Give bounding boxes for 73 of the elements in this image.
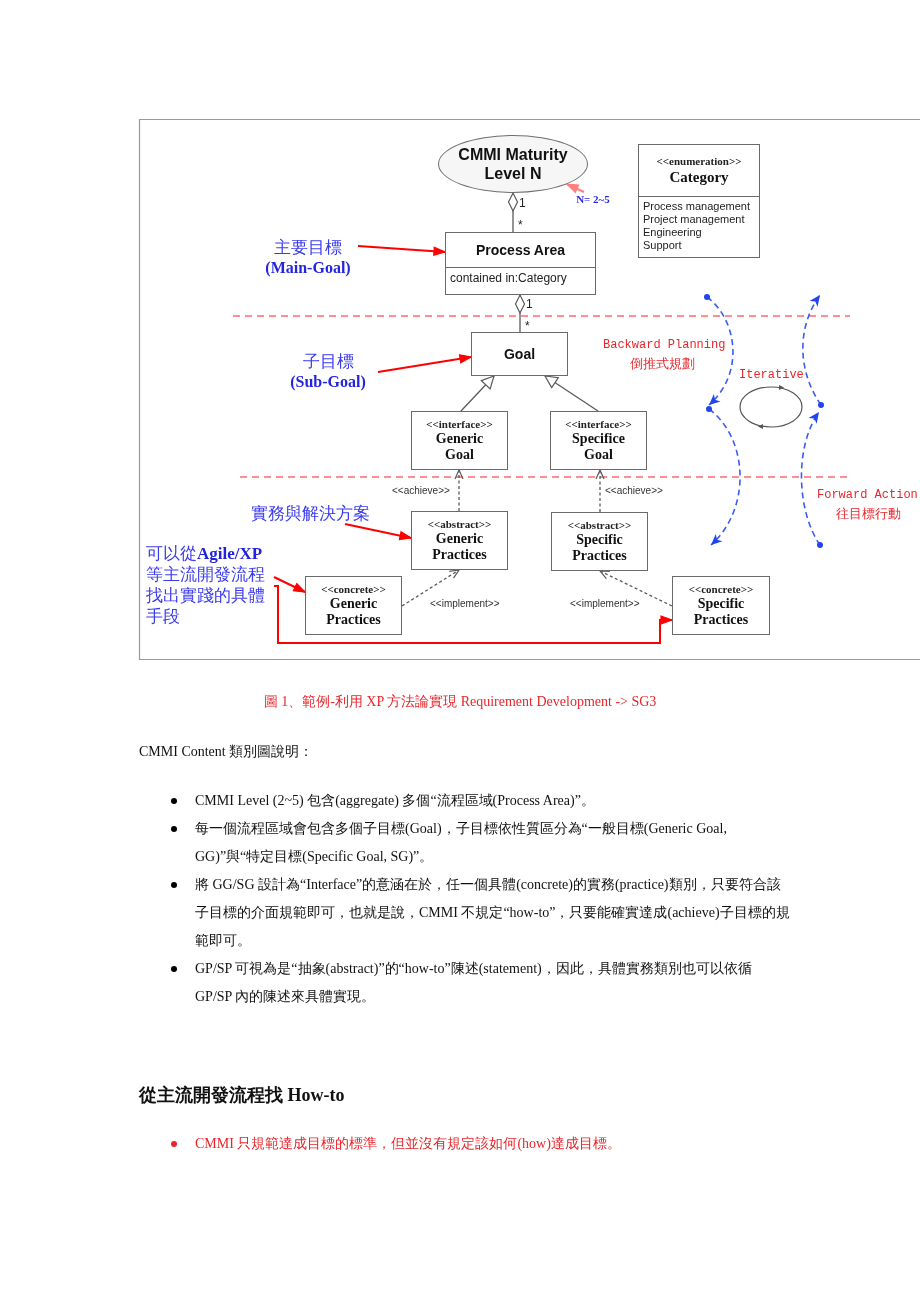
- enum-value: Process management: [643, 200, 750, 213]
- annotation-text: Forward Action: [817, 488, 918, 503]
- inheritance-arrow: [460, 375, 495, 412]
- annotation-text: Iterative: [739, 368, 804, 383]
- class-box: [411, 511, 508, 570]
- stereotype-label: <<concrete>>: [321, 583, 386, 596]
- bullet-text: GP/SP 可視為是“抽象(abstract)”的“how-to”陳述(statement)，因此，具體實務類別也可以依循 GP/SP 內的陳述來具體實現。: [195, 960, 753, 1006]
- class-box: [638, 144, 760, 258]
- class-name: Process Area: [476, 242, 565, 258]
- inheritance-arrow: [544, 375, 599, 412]
- class-box: [445, 232, 596, 295]
- class-name: Specific Practices: [692, 596, 750, 628]
- multiplicity-label: 1: [519, 197, 526, 210]
- arrow: [273, 585, 673, 644]
- aggregation-line: [507, 192, 519, 233]
- edge-label: <<implement>>: [430, 598, 500, 610]
- bullet-text: 將 GG/SG 設計為“Interface”的意涵在於，任一個具體(concrete)的實務(practice)類別，只要符合該子目標的介面規範即可，也就是說，CMMI 不規定“how-to”，只要能確實達成(achieve)子目標的規範即可。: [195, 876, 791, 950]
- annotation-text: 往目標行動: [836, 506, 901, 522]
- annotation-text: Backward Planning: [603, 338, 726, 353]
- attribute-text: contained in:Category: [450, 271, 567, 285]
- section-heading: 從主流開發流程找 How-to: [139, 1084, 345, 1107]
- stereotype-label: <<abstract>>: [427, 518, 492, 531]
- edge-label: <<implement>>: [570, 598, 640, 610]
- aggregation-line: [514, 294, 526, 333]
- arrow: [344, 523, 412, 541]
- annotation-text: (Main-Goal): [265, 257, 351, 278]
- leader-arrow: [566, 183, 585, 193]
- annotation-text: (Sub-Goal): [290, 371, 366, 392]
- annotation-text: 子目標: [302, 350, 354, 372]
- figure-caption: 圖 1、範例-利用 XP 方法論實現 Requirement Development -> SG3: [263, 694, 657, 709]
- enum-value: Project management: [643, 213, 745, 226]
- multiplicity-label: 1: [526, 298, 533, 311]
- class-name: Specific Practices: [571, 532, 628, 564]
- annotation-text: 可以從Agile/XP等主流開發流程找出實踐的具體手段: [146, 543, 266, 627]
- class-name: Generic Practices: [325, 596, 382, 628]
- bullet-text: CMMI 只規範達成目標的標準，但並沒有規定該如何(how)達成目標。: [195, 1135, 621, 1153]
- dependency-arrow: [401, 569, 460, 607]
- dependency-arrow: [454, 469, 464, 512]
- class-name: Generic Practices: [431, 531, 488, 563]
- stereotype-label: <<concrete>>: [688, 583, 754, 596]
- class-name: Generic Goal: [434, 431, 485, 463]
- bullet-text: CMMI Level (2~5) 包含(aggregate) 多個“流程區域(Process Area)”。: [195, 792, 595, 810]
- class-box: [551, 512, 648, 571]
- multiplicity-label: *: [518, 219, 523, 232]
- class-box: [550, 411, 647, 470]
- annotation-text: 主要目標: [274, 236, 342, 258]
- stereotype-label: <<enumeration>>: [656, 155, 742, 168]
- arrow: [377, 354, 472, 373]
- arrow: [273, 576, 306, 593]
- edge-label: <<achieve>>: [605, 485, 663, 497]
- annotation-text: 倒推式規劃: [630, 356, 695, 372]
- annotation-text: N= 2~5: [576, 192, 610, 206]
- class-name: Specifice Goal: [571, 431, 626, 463]
- bullet-text: 每一個流程區域會包含多個子目標(Goal)，子目標依性質區分為“一般目標(Generic Goal, GG)”與“特定目標(Specific Goal, SG)”。: [195, 820, 728, 866]
- enum-value: Support: [643, 239, 682, 252]
- class-box: [471, 332, 568, 376]
- dependency-arrow: [595, 469, 605, 513]
- dependency-arrow: [599, 570, 673, 607]
- class-name: Goal: [503, 346, 536, 362]
- enum-value: Engineering: [643, 226, 702, 239]
- edge-label: <<achieve>>: [392, 485, 450, 497]
- multiplicity-label: *: [525, 320, 530, 333]
- class-box: [411, 411, 508, 470]
- class-name: Category: [669, 168, 729, 186]
- arrow: [357, 245, 446, 256]
- annotation-text: 實務與解決方案: [250, 502, 370, 524]
- stereotype-label: <<abstract>>: [567, 519, 632, 532]
- class-box: [672, 576, 770, 635]
- stereotype-label: <<interface>>: [565, 418, 632, 431]
- node-label: CMMI Maturity Level N: [457, 145, 569, 183]
- class-box: [305, 576, 402, 635]
- stereotype-label: <<interface>>: [426, 418, 493, 431]
- section-intro: CMMI Content 類別圖說明：: [139, 743, 314, 761]
